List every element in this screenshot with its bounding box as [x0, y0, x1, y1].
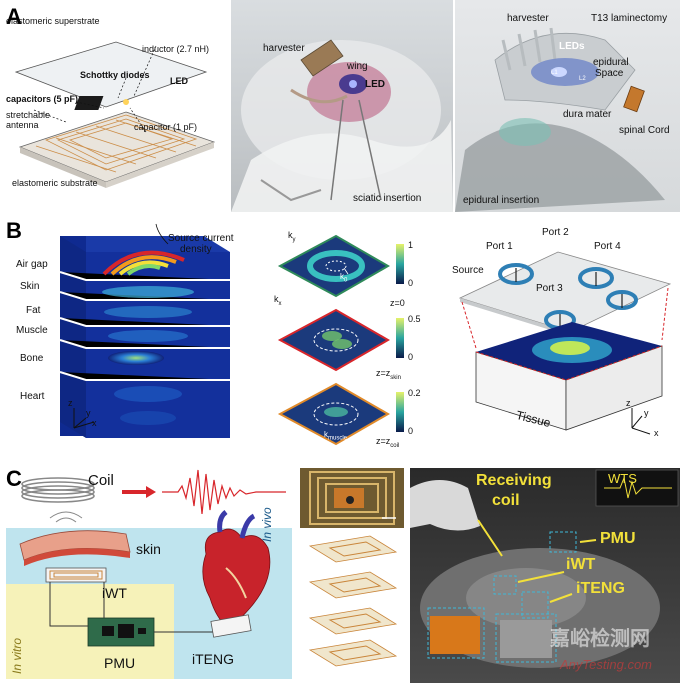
- label-harvester-epidural: harvester: [507, 13, 549, 24]
- label-pmu-photo: PMU: [600, 530, 636, 547]
- kspace-label-kmuscle: kmuscle: [324, 430, 348, 442]
- label-harvester-sciatic: harvester: [263, 43, 305, 54]
- axis-x-right: x: [654, 428, 659, 438]
- label-density: density: [180, 244, 212, 255]
- slice-label-z0: z=0: [390, 298, 405, 308]
- tissue-field-stack: Source current density Air gap Skin Fat …: [8, 222, 244, 448]
- label-epidural-insertion: epidural insertion: [463, 195, 540, 206]
- label-receiving: Receiving: [476, 472, 552, 489]
- axis-y-left: y: [86, 408, 91, 418]
- label-pmu: PMU: [104, 655, 136, 671]
- slice-label-zcoil: z=zcoil: [376, 436, 400, 449]
- layer-label-muscle: Muscle: [16, 325, 48, 336]
- in-vivo-experiment-drawing: [410, 469, 679, 668]
- watermark-en: AnyTesting.com: [560, 657, 653, 672]
- layer-label-air-gap: Air gap: [16, 259, 48, 270]
- kspace-slices-drawing: [277, 234, 404, 446]
- colorbar1-max: 1: [408, 240, 414, 250]
- label-receiving-coil: coil: [492, 492, 520, 509]
- axis-z-right: z: [626, 398, 631, 408]
- label-port-4: Port 4: [594, 241, 621, 252]
- axis-x-left: x: [92, 418, 97, 428]
- flexible-coil-array: [300, 532, 404, 680]
- label-in-vitro: In vitro: [10, 637, 24, 674]
- label-iteng-photo: iTENG: [576, 580, 625, 597]
- flexible-coil-array-drawing: [308, 535, 398, 667]
- iteng-schematic: Coil skin iWT In vivo In vitro PMU iTENG: [6, 468, 292, 679]
- label-stretchable: stretchable: [6, 110, 51, 120]
- label-l1: L1: [551, 70, 558, 76]
- kspace-label-kx: kx: [274, 294, 282, 307]
- tissue-field-stack-drawing: [59, 223, 230, 438]
- iteng-schematic-drawing: [19, 469, 286, 647]
- sciatic-implant-illustration: harvester wing LED sciatic insertion: [231, 0, 453, 212]
- layer-label-fat: Fat: [26, 305, 41, 316]
- panel-letter-a: A: [6, 4, 22, 29]
- label-capacitor-1pf: capacitor (1 pF): [134, 122, 198, 132]
- label-epidural-space: Space: [595, 68, 624, 79]
- label-l2: L2: [579, 76, 586, 82]
- axis-z-left: z: [68, 398, 73, 408]
- label-wts: WTS: [608, 471, 637, 486]
- kspace-slices: ky kx k0 kmuscle z=0 z=zskin z=zcoil 1 0…: [248, 222, 444, 449]
- label-port-3: Port 3: [536, 283, 563, 294]
- label-spinal-cord: spinal Cord: [619, 125, 670, 136]
- layer-label-skin: Skin: [20, 281, 40, 292]
- label-wing: wing: [347, 61, 368, 72]
- label-coil: Coil: [88, 472, 114, 489]
- colorbar2-max: 0.5: [408, 314, 421, 324]
- axis-y-right: y: [644, 408, 649, 418]
- kspace-label-k0: k0: [340, 272, 348, 284]
- epidural-illustration-drawing: [455, 27, 665, 212]
- sciatic-illustration-drawing: [231, 39, 453, 212]
- port-tissue-model-drawing: [458, 251, 672, 435]
- label-port-2: Port 2: [542, 227, 569, 238]
- colorbar2-min: 0: [408, 352, 414, 362]
- device-schematic: elastomeric superstrate inductor (2.7 nH…: [6, 12, 220, 198]
- label-iteng: iTENG: [192, 651, 234, 667]
- coil-micrograph: [300, 468, 404, 528]
- label-substrate: elastomeric substrate: [12, 178, 98, 188]
- label-source-port: Source: [452, 265, 484, 276]
- label-inductor: inductor (2.7 nH): [142, 44, 210, 54]
- label-iwt: iWT: [102, 585, 127, 601]
- watermark-cn: 嘉峪检测网: [550, 628, 650, 650]
- label-capacitors-5pf: capacitors (5 pF): [6, 94, 79, 104]
- in-vivo-experiment-photo: Receiving coil WTS PMU iWT iTENG 嘉峪检测网 A…: [410, 468, 680, 683]
- panel-letter-c: C: [6, 466, 22, 491]
- label-superstrate: elastomeric superstrate: [6, 16, 100, 26]
- port-tissue-model: Port 1 Port 2 Port 3 Port 4 Source Tissu…: [446, 222, 676, 448]
- kspace-label-ky: ky: [288, 230, 296, 243]
- device-schematic-drawing: [14, 41, 216, 188]
- label-t13-laminectomy: T13 laminectomy: [591, 13, 668, 24]
- label-leds: LEDs: [559, 41, 585, 52]
- epidural-implant-illustration: harvester T13 laminectomy LEDs epidural …: [455, 0, 680, 212]
- label-port-1: Port 1: [486, 241, 513, 252]
- label-iwt-photo: iWT: [566, 556, 596, 573]
- colorbar3-max: 0.2: [408, 388, 421, 398]
- label-dura-mater: dura mater: [563, 109, 612, 120]
- label-sciatic-insertion: sciatic insertion: [353, 193, 422, 204]
- label-skin: skin: [136, 541, 161, 557]
- layer-label-bone: Bone: [20, 353, 44, 364]
- coil-micrograph-drawing: [309, 471, 396, 525]
- label-led-sciatic: LED: [365, 79, 385, 90]
- colorbar3-min: 0: [408, 426, 414, 436]
- panel-letter-b: B: [6, 218, 22, 243]
- label-antenna: antenna: [6, 120, 39, 130]
- slice-label-zskin: z=zskin: [376, 368, 401, 381]
- layer-label-heart: Heart: [20, 391, 45, 402]
- label-source-current: Source current: [168, 233, 234, 244]
- colorbar1-min: 0: [408, 278, 414, 288]
- label-epidural: epidural: [593, 57, 629, 68]
- label-in-vivo: In vivo: [260, 507, 274, 542]
- label-schottky-diodes: Schottky diodes: [80, 70, 150, 80]
- label-led: LED: [170, 76, 188, 86]
